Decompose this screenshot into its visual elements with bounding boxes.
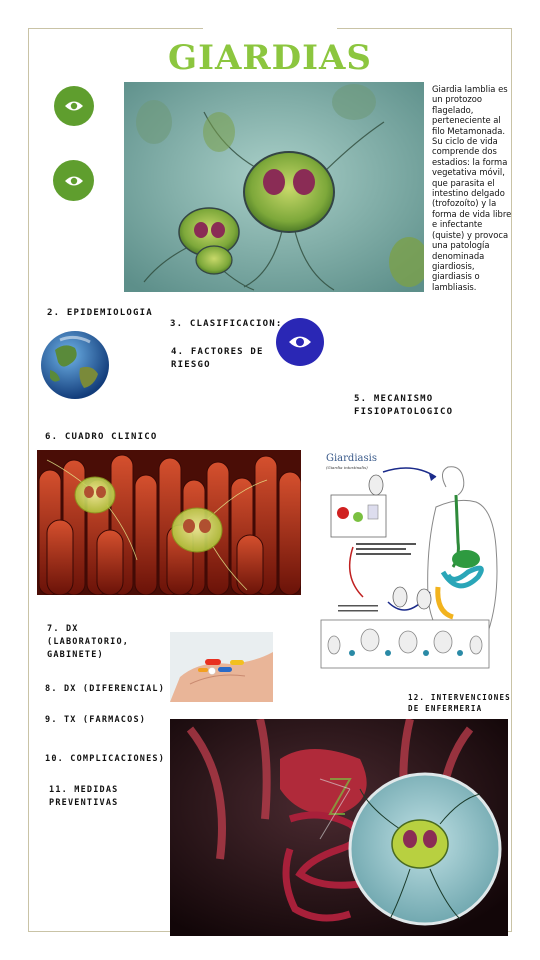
frame-right [511, 28, 512, 932]
section-medidas-preventivas: 11. MEDIDAS PREVENTIVAS [49, 785, 119, 808]
diagram-subtitle: (Giardia intestinalis) [326, 465, 368, 470]
frame-left [28, 28, 29, 932]
section-dx-laboratorio: 7. DX (LABORATORIO, GABINETE) [47, 624, 130, 660]
section-tx-farmacos: 9. TX (FARMACOS) [45, 715, 147, 725]
section-intervenciones: 12. INTERVENCIONES DE ENFERMERIA [408, 693, 511, 713]
giardiasis-lifecycle-diagram: Giardiasis (Giardia intestinalis) [318, 447, 504, 672]
section-epidemiologia: 2. EPIDEMIOLOGIA [47, 308, 153, 318]
section-cuadro-clinico: 6. CUADRO CLINICO [45, 432, 158, 442]
eye-button-2[interactable] [53, 160, 94, 201]
giardia-description: Giardia lamblia es un protozoo flagelado… [432, 84, 512, 292]
frame-top-left [28, 28, 203, 29]
globe-icon [41, 331, 109, 399]
globe-image [40, 330, 110, 400]
section-complicaciones: 10. COMPLICACIONES) [45, 754, 166, 764]
eye-icon [65, 101, 83, 111]
diagram-title: Giardiasis [326, 453, 377, 464]
page-title: GIARDIAS [168, 38, 372, 78]
section-factores-riesgo: 4. FACTORES DE RIESGO [171, 347, 264, 370]
frame-top-right [337, 28, 512, 29]
section-dx-diferencial: 8. DX (DIFERENCIAL) [45, 684, 166, 694]
intestine-villi-image [37, 450, 301, 595]
pills-hand-image [170, 632, 273, 702]
eye-button-1[interactable] [54, 86, 94, 126]
eye-icon [64, 176, 83, 185]
giardia-microscope-image [124, 82, 424, 292]
section-mecanismo: 5. MECANISMO FISIOPATOLOGICO [354, 394, 454, 417]
eye-button-3[interactable] [276, 318, 324, 366]
anatomy-intestine-image [170, 719, 508, 936]
eye-icon [289, 336, 311, 348]
section-clasificacion: 3. CLASIFICACION: [170, 319, 283, 329]
